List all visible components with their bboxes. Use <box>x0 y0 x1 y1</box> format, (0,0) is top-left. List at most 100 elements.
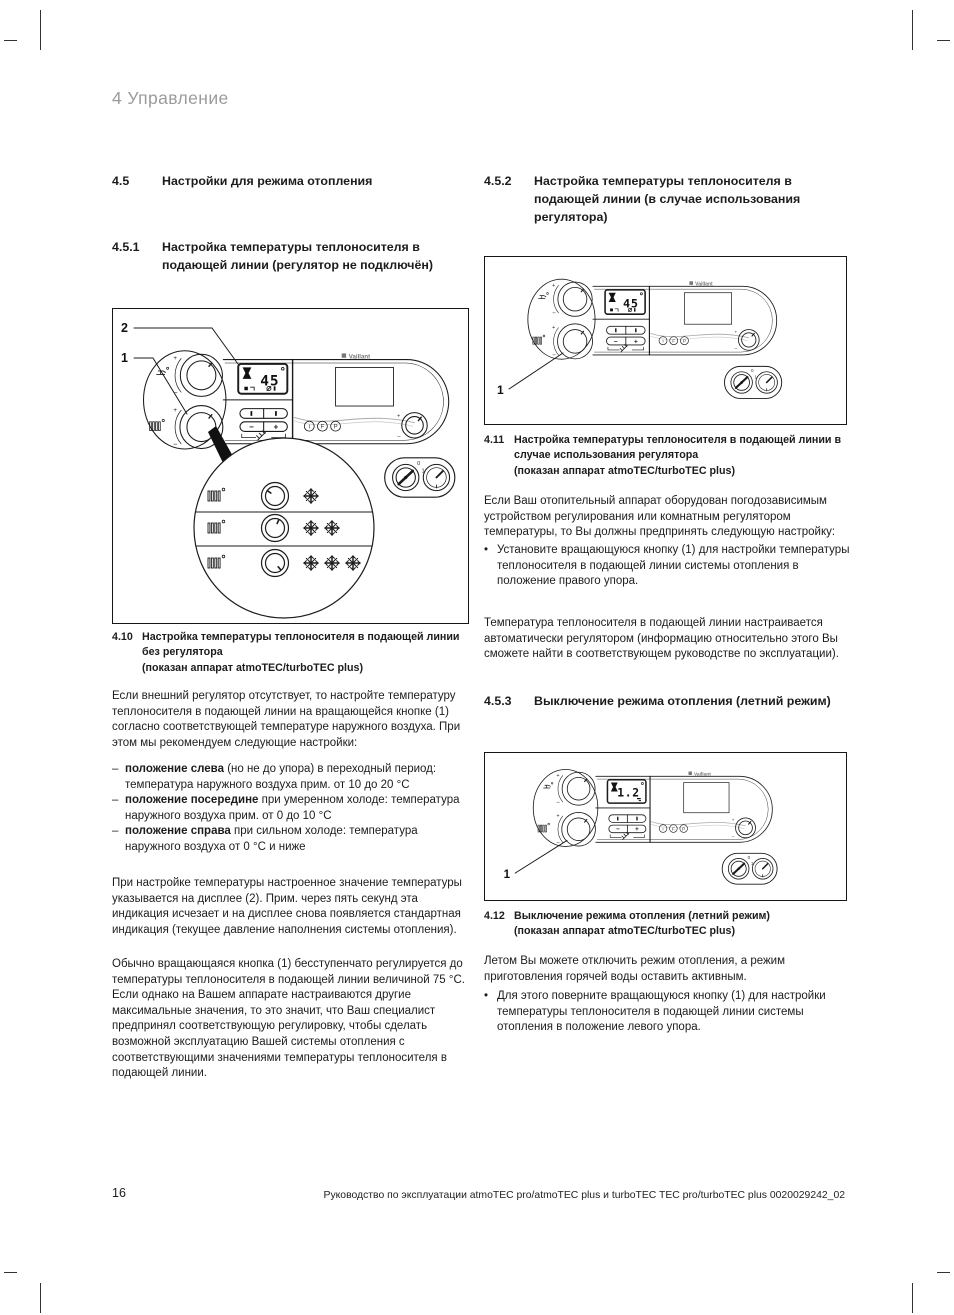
panel-wave <box>651 821 746 827</box>
figure-4-11-caption: 4.11 Настройка температуры теплоносителя… <box>484 433 848 479</box>
list-item: –положение посередине при умеренном холо… <box>112 793 474 824</box>
main-switch: 0 1 <box>727 855 754 880</box>
rotary-selector-knob <box>735 817 756 839</box>
figure-4-10: + − + − 45 − + <box>112 308 469 624</box>
display-window <box>335 366 394 407</box>
panel-wave <box>650 333 750 339</box>
radiator-icon <box>207 519 226 534</box>
svg-text:+: + <box>734 329 737 334</box>
minus-button-label: − <box>616 826 620 833</box>
burner-icon <box>242 367 252 379</box>
paragraph: Если внешний регулятор отсутствует, то н… <box>112 690 461 749</box>
list-item-text: (но не до упора) в переходный период: те… <box>125 763 437 791</box>
degree-mark <box>281 366 285 371</box>
heating-flow-knob <box>557 323 593 360</box>
chimney-sweep-icon <box>621 831 630 840</box>
list-item: –положение слева (но не до упора) в пере… <box>112 762 474 793</box>
svg-text:Vaillant: Vaillant <box>695 281 713 287</box>
svg-text:−: − <box>734 347 737 353</box>
snowflake-icon <box>303 555 319 571</box>
paragraph: При настройке температуры настроенное зн… <box>112 877 462 936</box>
section-number: 4.5.2 <box>484 174 512 188</box>
svg-text:Vaillant: Vaillant <box>694 772 711 778</box>
display-window <box>683 782 730 814</box>
panel-button-F: F <box>669 336 679 345</box>
snowflake-icon <box>324 520 340 536</box>
display-window <box>684 292 732 325</box>
paragraph: Летом Вы можете отключить режим отоплени… <box>484 955 786 983</box>
plus-button-label: + <box>274 423 279 432</box>
heating-flow-knob <box>561 812 596 847</box>
chimney-sweep-icon <box>256 430 266 441</box>
crop-mark <box>937 1272 950 1273</box>
panel-button-P: P <box>330 420 341 432</box>
chimney-sweep-icon <box>619 344 628 353</box>
crop-mark <box>40 10 41 50</box>
rotary-selector-knob <box>737 329 760 351</box>
caption-note: (показан аппарат atmoTEC/turboTEC plus) <box>514 464 736 477</box>
caption-text: Выключение режима отопления (летний режи… <box>514 910 770 922</box>
bullet-marker: • <box>484 544 489 556</box>
lcd-display: 45 <box>237 362 289 395</box>
switch-label-1: 1 <box>751 861 754 866</box>
switch-gauge-unit: 0 1 <box>724 365 783 400</box>
pressure-gauge <box>422 463 451 492</box>
figure-4-12-illustration: + − + − 1.2 − + <box>485 753 846 900</box>
plus-mark: + <box>552 325 555 331</box>
lcd-display: 1.2 <box>606 779 647 804</box>
svg-text:−: − <box>732 835 735 840</box>
switch-label-0: 0 <box>751 368 754 373</box>
minus-mark: − <box>557 800 561 806</box>
section-number: 4.5.1 <box>112 240 140 254</box>
burner-icon <box>610 782 618 792</box>
plus-mark: + <box>173 407 177 414</box>
dash-marker: – <box>112 794 119 807</box>
paragraph: Если Ваш отопительный аппарат оборудован… <box>484 495 836 539</box>
section-4-5-1-heading: 4.5.1 Настройка температуры теплоносител… <box>112 238 468 274</box>
minus-mark: − <box>552 311 556 317</box>
figure-4-11: + − + − 45 − + <box>484 256 847 425</box>
settings-list: –положение слева (но не до упора) в пере… <box>112 762 474 856</box>
svg-text:F: F <box>672 338 675 344</box>
radiator-icon <box>537 822 550 833</box>
control-buttons: − + <box>606 325 646 353</box>
crop-mark <box>40 1283 41 1313</box>
dhw-tap-icon <box>156 366 170 375</box>
boiler-control-panel: + − + − 45 − + <box>142 350 456 498</box>
vaillant-logo: Vaillant <box>688 772 711 778</box>
footer-text: Руководство по эксплуатации atmoTEC pro/… <box>323 1190 845 1201</box>
figure-number: 4.10 <box>112 631 133 643</box>
dhw-knob <box>179 353 223 397</box>
minus-button-label: − <box>614 338 618 345</box>
svg-text:Vaillant: Vaillant <box>349 353 370 360</box>
section-4-5-heading: 4.5 Настройки для режима отопления <box>112 172 468 190</box>
panel-button-i: i <box>658 824 668 833</box>
paragraph: Температура теплоносителя в подающей лин… <box>484 617 839 661</box>
lcd-value: 45 <box>623 296 639 310</box>
dhw-tap-icon <box>538 292 549 299</box>
svg-text:i: i <box>662 338 663 344</box>
figure-number: 4.12 <box>484 910 505 922</box>
bullet-text: Установите вращающуюся кнопку (1) для на… <box>497 544 850 588</box>
plus-mark: + <box>552 283 555 289</box>
dhw-knob <box>561 771 596 806</box>
snowflake-icon <box>303 488 319 504</box>
minus-mark: − <box>552 353 556 359</box>
section-title: Настройка температуры теплоносителя в по… <box>534 174 801 224</box>
snowflake-icon <box>303 520 319 536</box>
knob-position-3 <box>260 548 290 578</box>
section-title: Выключение режима отопления (летний режи… <box>534 694 831 708</box>
plus-mark: + <box>557 813 560 819</box>
radiator-icon <box>532 334 546 345</box>
crop-mark <box>4 1272 17 1273</box>
crop-mark <box>4 40 17 41</box>
minus-mark: − <box>173 388 177 397</box>
figure-4-10-caption: 4.10 Настройка температуры теплоносителя… <box>112 630 470 676</box>
plus-mark: + <box>557 773 560 779</box>
degree-mark <box>640 782 644 785</box>
list-item-text: при умеренном холоде: температура наружн… <box>125 794 460 822</box>
dhw-knob <box>557 281 593 317</box>
caption-note: (показан аппарат atmoTEC/turboTEC plus) <box>514 925 736 938</box>
lcd-status-icons <box>244 385 276 392</box>
